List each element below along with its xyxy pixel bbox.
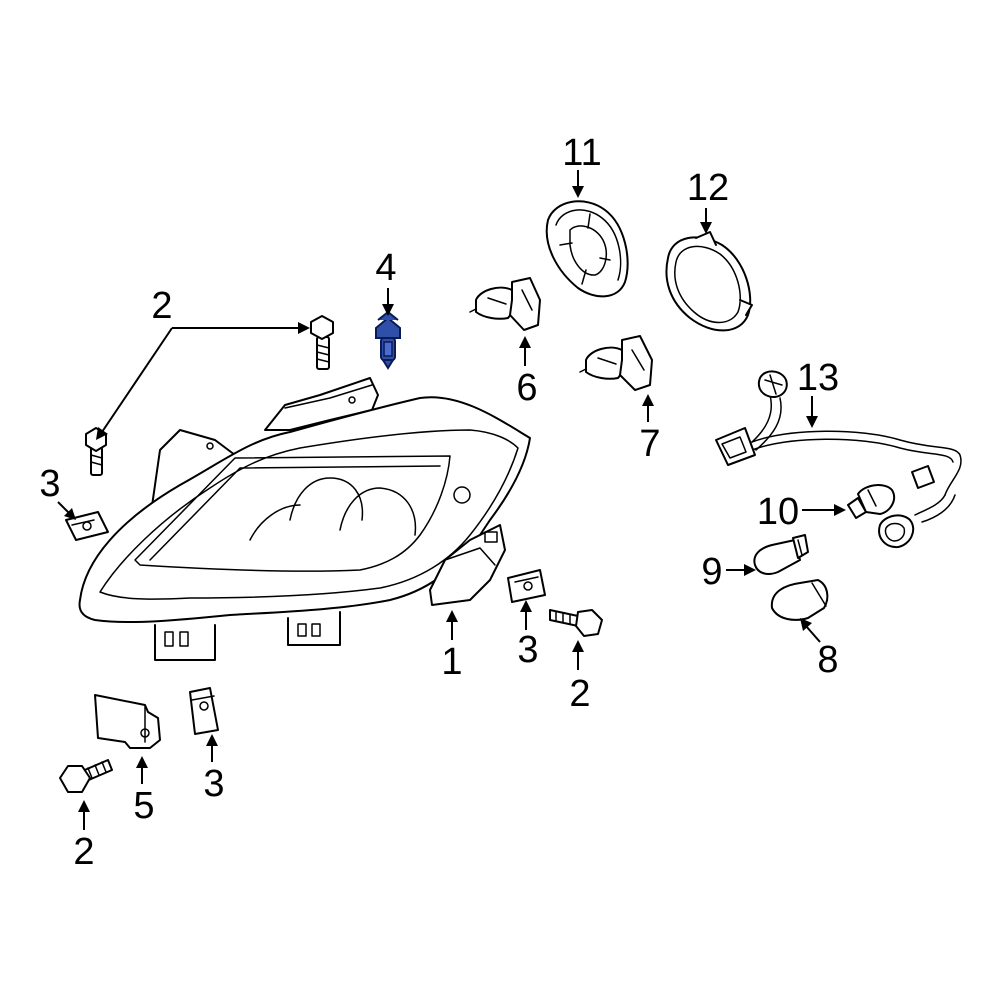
callout-2-lower-left: 2 bbox=[73, 831, 94, 873]
callout-2-upper: 2 bbox=[151, 285, 172, 327]
bolt-right[interactable] bbox=[549, 609, 603, 637]
callout-labels: 2 3 4 6 7 11 12 13 10 9 8 1 3 2 5 3 2 bbox=[39, 132, 839, 873]
signal-bulb[interactable] bbox=[770, 579, 829, 621]
callout-13: 13 bbox=[797, 357, 839, 399]
socket-bulb[interactable] bbox=[847, 484, 896, 519]
callout-6: 6 bbox=[516, 367, 537, 409]
callout-3-left: 3 bbox=[39, 463, 60, 505]
callout-1: 1 bbox=[441, 641, 462, 683]
clip-center[interactable] bbox=[507, 569, 546, 603]
callout-11: 11 bbox=[562, 132, 601, 174]
clip-lower[interactable] bbox=[189, 687, 219, 735]
callout-10: 10 bbox=[757, 491, 799, 533]
bolt-upper[interactable] bbox=[310, 315, 334, 370]
bolt-lower-left[interactable] bbox=[59, 759, 113, 793]
leader-lines bbox=[57, 170, 846, 830]
headlamp-bulb-upper[interactable] bbox=[469, 277, 541, 331]
callout-5: 5 bbox=[133, 785, 154, 827]
headlamp-assembly[interactable] bbox=[78, 377, 531, 661]
callout-7: 7 bbox=[639, 423, 660, 465]
callout-12: 12 bbox=[687, 167, 729, 209]
cover-ring[interactable] bbox=[665, 231, 753, 332]
push-clip-highlighted[interactable] bbox=[375, 310, 401, 370]
clip-left[interactable] bbox=[65, 511, 109, 541]
dust-cover[interactable] bbox=[545, 200, 629, 298]
callout-2-right: 2 bbox=[569, 673, 590, 715]
mounting-bracket[interactable] bbox=[94, 694, 161, 749]
callout-3-lower: 3 bbox=[203, 763, 224, 805]
callout-8: 8 bbox=[817, 639, 838, 681]
callout-4: 4 bbox=[375, 247, 396, 289]
wiring-harness[interactable] bbox=[715, 370, 962, 549]
headlamp-bulb-lower[interactable] bbox=[579, 335, 653, 391]
callout-9: 9 bbox=[701, 551, 722, 593]
wedge-bulb[interactable] bbox=[753, 534, 809, 575]
callout-3-center: 3 bbox=[517, 629, 538, 671]
